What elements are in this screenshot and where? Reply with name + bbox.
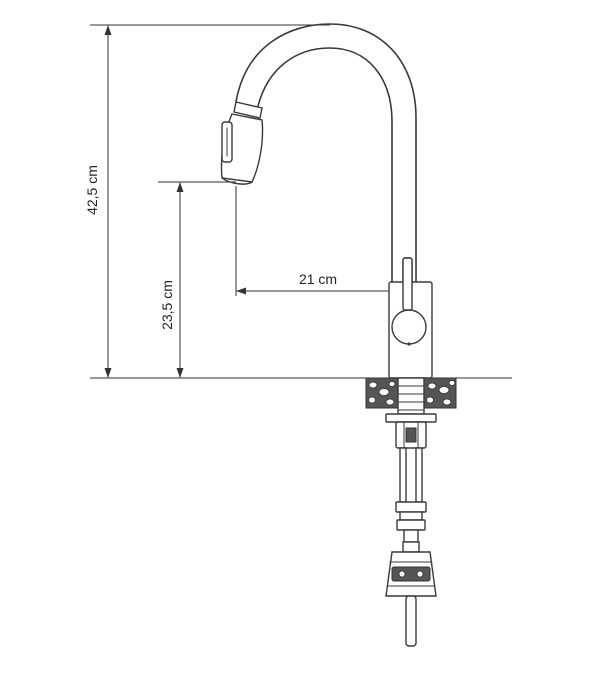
hose-weight (385, 541, 437, 647)
spray-head (220, 101, 264, 185)
spout-reach-dimension: 21 cm (235, 186, 406, 296)
countertop-section (365, 377, 457, 415)
spout-reach-label: 21 cm (299, 271, 337, 287)
total-height-label: 42,5 cm (84, 165, 100, 215)
mounting-nut (385, 413, 437, 449)
handle-indicator-dot (407, 342, 411, 346)
supply-hoses (395, 447, 427, 543)
spout-height-label: 23,5 cm (159, 280, 175, 330)
total-height-dimension: 42,5 cm (84, 24, 330, 378)
gooseneck-spout (235, 23, 417, 283)
spout-height-dimension: 23,5 cm (158, 181, 236, 378)
faucet-body (388, 257, 433, 379)
